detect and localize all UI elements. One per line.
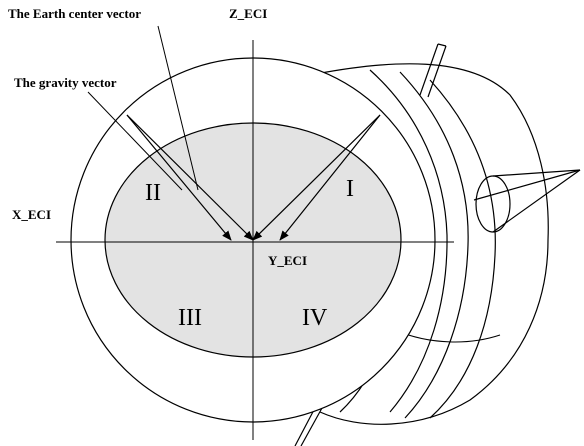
top-rod [419, 43, 447, 98]
gravity-vector-arrow [126, 114, 232, 241]
quadrant-iii-label: III [178, 305, 202, 331]
y-axis-label: Y_ECI [268, 253, 307, 268]
sensor-cone [473, 169, 581, 233]
gravity-leader [87, 91, 183, 191]
earth-center-vector-arrow-left [126, 114, 254, 241]
z-axis-label: Z_ECI [229, 6, 267, 21]
earth-center-vector-label: The Earth center vector [8, 6, 141, 21]
gravity-vector-arrow-right [279, 114, 381, 241]
earth-center-leader [157, 25, 199, 191]
gravity-vector-label: The gravity vector [14, 75, 117, 90]
bottom-rod [294, 405, 323, 446]
earth-center-vector-arrow-right [252, 114, 381, 241]
quadrant-ii-label: II [145, 180, 161, 206]
quadrant-i-label: I [346, 176, 354, 202]
x-axis-label: X_ECI [12, 207, 51, 222]
quadrant-iv-label: IV [302, 305, 328, 331]
